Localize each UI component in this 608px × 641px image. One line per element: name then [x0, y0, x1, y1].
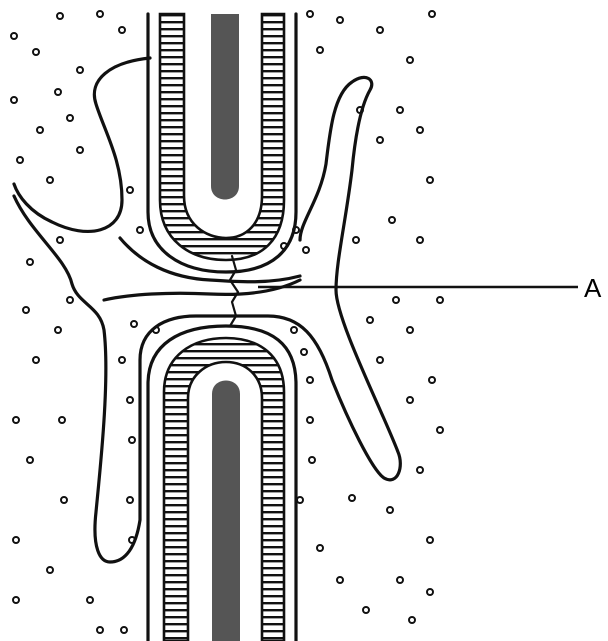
glial-cell-outline — [14, 58, 400, 562]
dot — [77, 67, 83, 73]
dot — [119, 27, 125, 33]
dot — [429, 377, 435, 383]
dot — [97, 11, 103, 17]
dot — [337, 17, 343, 23]
dot — [47, 177, 53, 183]
dot — [37, 127, 43, 133]
dot — [11, 97, 17, 103]
upper-axon-segment — [148, 14, 296, 272]
dot — [429, 11, 435, 17]
dot — [427, 537, 433, 543]
dot — [307, 11, 313, 17]
dot — [303, 247, 309, 253]
dot — [23, 307, 29, 313]
dot — [55, 327, 61, 333]
dot — [407, 57, 413, 63]
dot — [389, 217, 395, 223]
dot — [57, 13, 63, 19]
dot — [317, 47, 323, 53]
dot — [407, 327, 413, 333]
dot — [127, 187, 133, 193]
dot — [137, 227, 143, 233]
dot — [47, 567, 53, 573]
dot — [353, 237, 359, 243]
dot — [417, 467, 423, 473]
dot — [393, 297, 399, 303]
dot — [127, 497, 133, 503]
dot — [297, 497, 303, 503]
dot — [59, 417, 65, 423]
dot — [317, 545, 323, 551]
dot — [377, 27, 383, 33]
dot — [13, 417, 19, 423]
dot — [33, 357, 39, 363]
dot — [55, 89, 61, 95]
dot — [27, 457, 33, 463]
dot — [129, 437, 135, 443]
label-a: A — [584, 273, 602, 303]
dot — [437, 297, 443, 303]
dot — [97, 627, 103, 633]
dot — [309, 457, 315, 463]
dot — [437, 427, 443, 433]
dot — [397, 107, 403, 113]
dot — [87, 597, 93, 603]
dot — [397, 577, 403, 583]
dot — [409, 617, 415, 623]
dot — [291, 327, 297, 333]
dot — [377, 137, 383, 143]
dot — [11, 33, 17, 39]
dot — [417, 237, 423, 243]
dot — [127, 397, 133, 403]
dot — [67, 297, 73, 303]
dot — [301, 349, 307, 355]
dot — [131, 321, 137, 327]
dot — [407, 397, 413, 403]
dot — [119, 357, 125, 363]
dot — [57, 237, 63, 243]
dot — [427, 177, 433, 183]
dot — [377, 357, 383, 363]
glial-inner-outline-lower — [104, 280, 300, 300]
dot — [367, 317, 373, 323]
dot — [121, 627, 127, 633]
dot — [337, 577, 343, 583]
dot — [307, 417, 313, 423]
dot — [417, 127, 423, 133]
dot — [17, 157, 23, 163]
dot — [27, 259, 33, 265]
dot — [427, 589, 433, 595]
dot — [307, 377, 313, 383]
dot — [33, 49, 39, 55]
dot — [67, 115, 73, 121]
lower-axon-segment — [148, 326, 296, 641]
dot — [13, 537, 19, 543]
dot — [363, 607, 369, 613]
dot — [349, 495, 355, 501]
dot — [13, 597, 19, 603]
dot — [387, 507, 393, 513]
dot — [77, 147, 83, 153]
dot — [61, 497, 67, 503]
